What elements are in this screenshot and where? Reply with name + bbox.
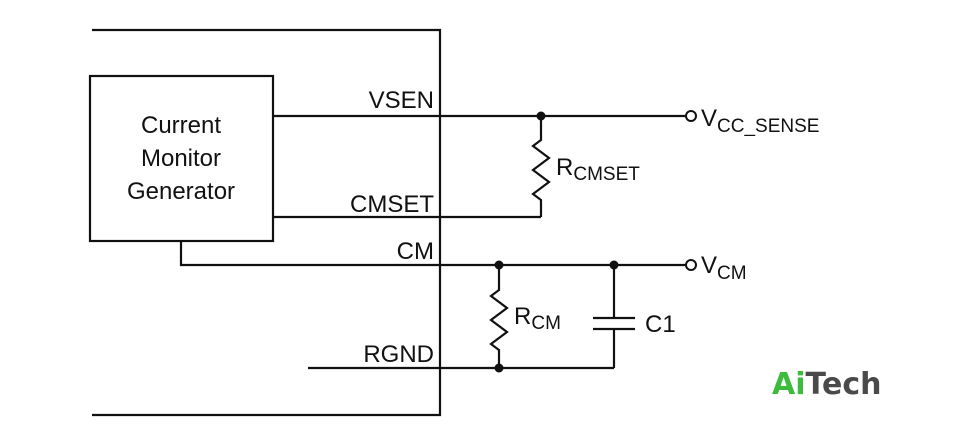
rcm-label: RCM: [514, 303, 561, 334]
pin-label-cmset: CMSET: [350, 191, 434, 218]
logo-part-ai: Ai: [772, 367, 806, 402]
vcm-terminal: [685, 259, 697, 271]
aitech-logo: AiTech: [772, 367, 881, 402]
rcmset-resistor: [531, 116, 551, 217]
pin-label-cm: CM: [397, 238, 434, 265]
pin-label-vsen: VSEN: [369, 87, 434, 114]
block-label-line3: Generator: [127, 178, 235, 205]
vcm-label: VCM: [701, 252, 747, 284]
rcm-resistor: [489, 265, 509, 368]
rcmset-label: RCMSET: [556, 154, 640, 185]
ic-outline: [92, 28, 442, 417]
junction-dot: [494, 363, 504, 373]
c1-label: C1: [645, 311, 676, 338]
block-label-line1: Current: [141, 112, 221, 139]
logo-part-tech: Tech: [806, 367, 882, 402]
pin-label-rgnd: RGND: [363, 341, 434, 368]
vcc-sense-terminal: [685, 110, 697, 122]
vcc-sense-label: VCC_SENSE: [701, 105, 819, 137]
cm-wire: [179, 241, 686, 267]
block-label-line2: Monitor: [141, 145, 221, 172]
